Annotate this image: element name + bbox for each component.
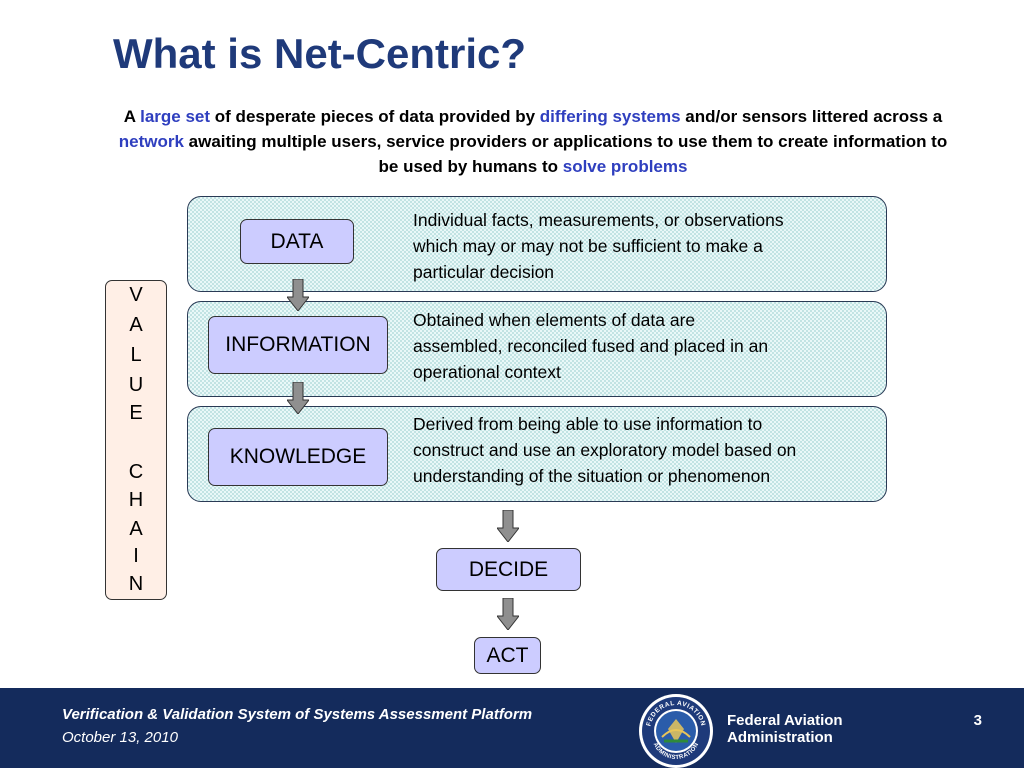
intro-paragraph: A large set of desperate pieces of data … (118, 107, 948, 176)
information-description: Obtained when elements of data are assem… (413, 310, 769, 382)
knowledge-description: Derived from being able to use informati… (413, 414, 797, 486)
information-box: INFORMATION (208, 316, 388, 374)
information-band (187, 301, 887, 397)
data-description: Individual facts, measurements, or obser… (413, 210, 784, 282)
decide-box: DECIDE (436, 548, 581, 591)
faa-seal-logo: FEDERAL AVIATION ADMINISTRATION (639, 694, 713, 768)
down-arrow-icon (287, 382, 309, 414)
act-box: ACT (474, 637, 541, 674)
highlight-large-set: large set (140, 107, 211, 126)
highlight-network: network (118, 132, 184, 151)
page-number: 3 (973, 712, 982, 729)
value-chain-box: V A L U E C H A I N (105, 280, 167, 600)
data-box: DATA (240, 219, 354, 264)
highlight-differing-systems: differing systems (539, 107, 681, 126)
footer-bar: Verification & Validation System of Syst… (0, 688, 1024, 768)
down-arrow-icon (287, 279, 309, 311)
down-arrow-icon (497, 510, 519, 542)
data-band (187, 196, 887, 292)
agency-name: Federal Aviation Administration (727, 712, 843, 746)
highlight-solve-problems: solve problems (562, 157, 688, 176)
footer-title: Verification & Validation System of Syst… (62, 706, 533, 723)
slide-title: What is Net-Centric? (113, 30, 527, 77)
knowledge-box: KNOWLEDGE (208, 428, 388, 486)
footer-date: October 13, 2010 (62, 729, 178, 746)
down-arrow-icon (497, 598, 519, 630)
